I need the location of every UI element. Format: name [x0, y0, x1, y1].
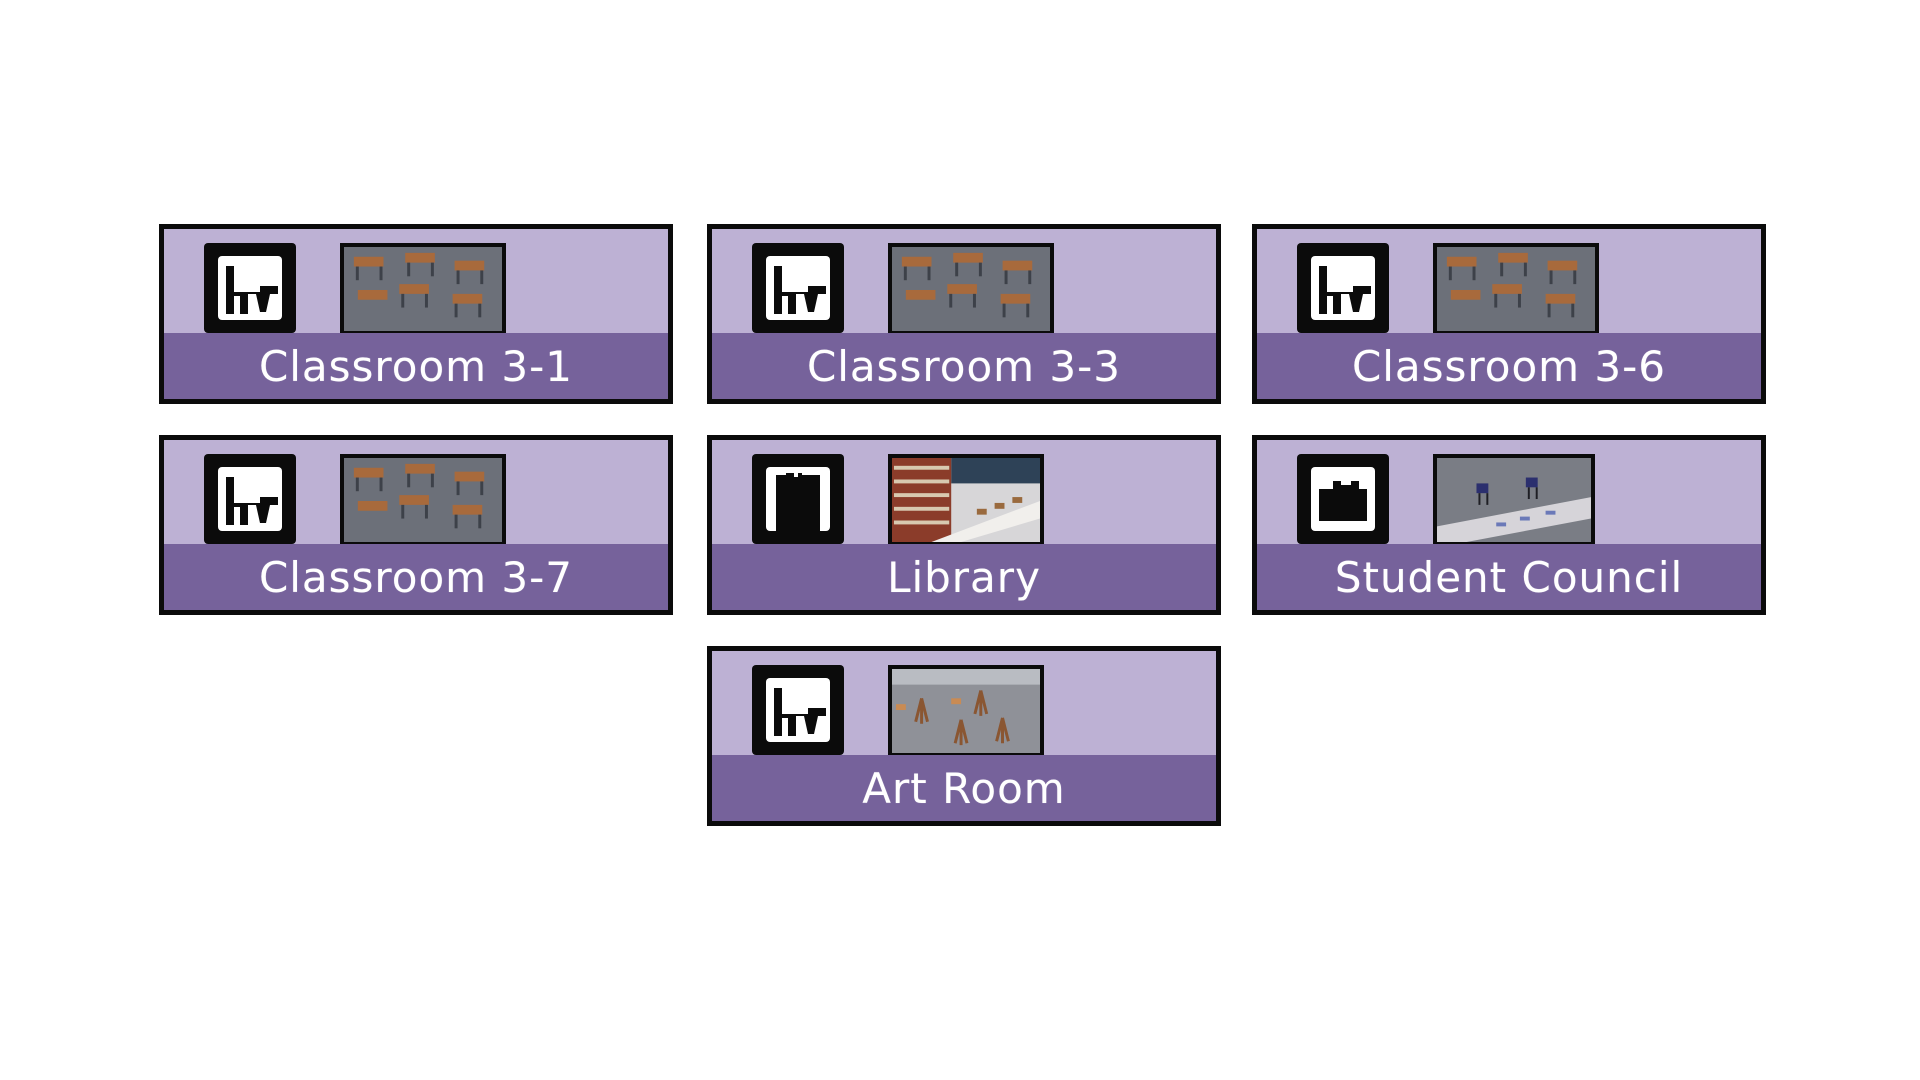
desk-icon	[752, 665, 844, 755]
room-thumbnail	[1433, 454, 1595, 546]
room-label: Classroom 3-3	[806, 341, 1122, 391]
room-card-classroom-3-1[interactable]: Classroom 3-1	[159, 224, 673, 404]
room-label-band: Classroom 3-6	[1257, 333, 1761, 399]
room-label: Classroom 3-6	[1351, 341, 1667, 391]
room-thumbnail	[1433, 243, 1599, 335]
room-label: Library	[887, 552, 1041, 602]
room-card-classroom-3-7[interactable]: Classroom 3-7	[159, 435, 673, 615]
room-label-band: Art Room	[712, 755, 1216, 821]
room-label: Classroom 3-7	[258, 552, 574, 602]
desk-icon	[752, 243, 844, 333]
room-card-classroom-3-6[interactable]: Classroom 3-6	[1252, 224, 1766, 404]
room-label: Student Council	[1334, 552, 1684, 602]
room-label-band: Student Council	[1257, 544, 1761, 610]
room-thumbnail	[888, 243, 1054, 335]
room-thumbnail	[340, 243, 506, 335]
room-label: Art Room	[862, 763, 1066, 813]
room-label-band: Classroom 3-7	[164, 544, 668, 610]
room-card-library[interactable]: Library	[707, 435, 1221, 615]
desk-icon	[1297, 243, 1389, 333]
room-card-student-council[interactable]: Student Council	[1252, 435, 1766, 615]
room-card-art-room[interactable]: Art Room	[707, 646, 1221, 826]
room-label-band: Library	[712, 544, 1216, 610]
desk-icon	[204, 454, 296, 544]
room-card-classroom-3-3[interactable]: Classroom 3-3	[707, 224, 1221, 404]
room-label-band: Classroom 3-3	[712, 333, 1216, 399]
room-thumbnail	[340, 454, 506, 546]
book-icon	[752, 454, 844, 544]
room-thumbnail	[888, 454, 1044, 546]
desk-icon	[204, 243, 296, 333]
briefcase-icon	[1297, 454, 1389, 544]
room-label: Classroom 3-1	[258, 341, 574, 391]
room-label-band: Classroom 3-1	[164, 333, 668, 399]
room-thumbnail	[888, 665, 1044, 757]
